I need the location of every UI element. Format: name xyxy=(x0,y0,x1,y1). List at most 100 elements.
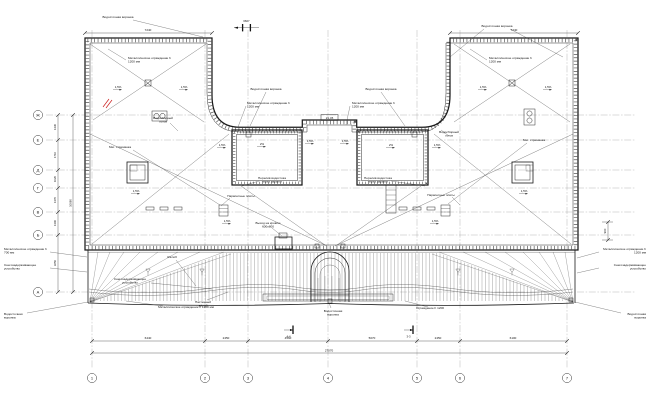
snowguard-dashes xyxy=(145,206,436,211)
slope-arrow-head xyxy=(137,192,140,195)
axis-bubble-number xyxy=(455,373,465,383)
callout-parapet-slabs-left: Парапетные плиты xyxy=(227,194,255,198)
well-right-inner xyxy=(361,134,424,181)
dim-value: 6100 xyxy=(510,336,517,340)
lower-roof xyxy=(87,250,576,306)
callout-parapet-slabs-right: Парапетные плиты xyxy=(427,193,455,197)
dim-tick xyxy=(56,233,60,237)
axis-bubble-letter-label: Ж xyxy=(36,113,40,118)
roof-outline xyxy=(84,37,579,251)
gutter-wave-2 xyxy=(88,287,574,296)
leader-lines xyxy=(26,19,622,314)
dim-tick xyxy=(56,113,60,117)
dim-value: 4560 xyxy=(285,336,292,340)
stepladder-left xyxy=(218,204,229,217)
dim-tick xyxy=(56,138,60,142)
section-mark-label: 3-3 xyxy=(406,335,410,339)
vent-shaft-left xyxy=(151,110,168,122)
slope-label: 1,5% xyxy=(224,219,231,223)
dim-tick xyxy=(565,339,569,343)
dim-value: 7240 xyxy=(145,28,152,32)
dim-tick xyxy=(326,339,330,343)
dim-tick xyxy=(90,351,94,355)
axis-bubble-letter-label: В xyxy=(37,210,40,215)
bay-roof-inner xyxy=(314,257,346,302)
axis-bubble-letter xyxy=(33,135,43,145)
callout-ladder-left: Мет. стремянка xyxy=(109,145,131,149)
slope-label: 2% xyxy=(389,143,394,147)
fire-ladder xyxy=(385,184,397,214)
well-left-hatch xyxy=(232,130,301,184)
slope-label: 1,5% xyxy=(181,85,188,89)
axis-bubble-number xyxy=(200,373,210,383)
dim-value: 900 xyxy=(603,228,607,233)
slope-arrow-head xyxy=(549,88,552,91)
axis-bubble-letter-label: Д xyxy=(37,168,40,173)
roof-hatch-left xyxy=(126,161,149,184)
dim-tick xyxy=(71,290,75,294)
slope-label: 1,5% xyxy=(480,85,487,89)
slope-arrow-head xyxy=(311,142,314,145)
slope-arrow-head xyxy=(119,88,122,91)
axis-bubble-number xyxy=(562,373,572,383)
well-left xyxy=(231,129,303,186)
dim-value: 1430 xyxy=(53,123,57,130)
callout-funnel-top-left: Водосточная воронка xyxy=(102,15,133,19)
axis-bubble-letter-label: Б xyxy=(37,233,40,238)
dim-value: 3250 xyxy=(53,259,57,266)
roof-outer-boundary xyxy=(84,37,579,251)
slope-arrow-head xyxy=(392,146,395,149)
dim-tick xyxy=(56,290,60,294)
dim-value: 2450 xyxy=(435,336,442,340)
dim-tick xyxy=(56,168,60,172)
roof-hatch-center xyxy=(274,232,293,250)
dim-tick xyxy=(458,339,462,343)
dim-tick xyxy=(246,339,250,343)
dim-value: 2450 xyxy=(223,336,230,340)
axis-bubble-letter-label: Е xyxy=(37,138,40,143)
axis-bubble-number xyxy=(323,373,333,383)
dim-tick xyxy=(56,210,60,214)
dim-tick xyxy=(576,31,580,35)
slope-arrow-head xyxy=(263,145,266,148)
section-mark-label: 4-4 xyxy=(286,335,290,339)
slope-label: 2% xyxy=(260,142,265,146)
axis-bubble-number xyxy=(243,373,253,383)
axis-bubble-letter xyxy=(33,165,43,175)
axis-bubble-letter xyxy=(33,183,43,193)
slope-marks: 1,5%1,5%1,5%1,5%2%2%1,5%1,5%1,5%1,5%1,5%… xyxy=(113,85,552,225)
roof-hatch-right xyxy=(511,161,534,184)
dim-value: 1020 xyxy=(53,175,57,182)
callout-rail-bottom: Металлическое ограждение h 1200 мм xyxy=(158,305,214,309)
roof-inner-parapet xyxy=(89,42,574,246)
bay-roof-inner2 xyxy=(319,264,341,302)
slope-label: 1,5% xyxy=(133,189,140,193)
axis-bubble-number-label: 3 xyxy=(247,376,250,381)
top-section-marker: 6607 xyxy=(234,19,259,32)
dim-value: 1300 xyxy=(53,219,57,226)
top-marker-value: 6607 xyxy=(243,19,250,23)
dim-tick xyxy=(90,339,94,343)
elevation-value: 21,45 xyxy=(326,116,334,120)
callout-rail-bottom-right: Ограждение h 1200 xyxy=(416,306,444,310)
slope-arrow-head xyxy=(185,88,188,91)
callout-gutter: Жёлоб xyxy=(167,255,177,259)
eave-edge xyxy=(87,302,575,306)
revision-mark-red xyxy=(102,98,113,109)
dim-value: 7240 xyxy=(511,28,518,32)
axis-bubble-letter xyxy=(33,287,43,297)
